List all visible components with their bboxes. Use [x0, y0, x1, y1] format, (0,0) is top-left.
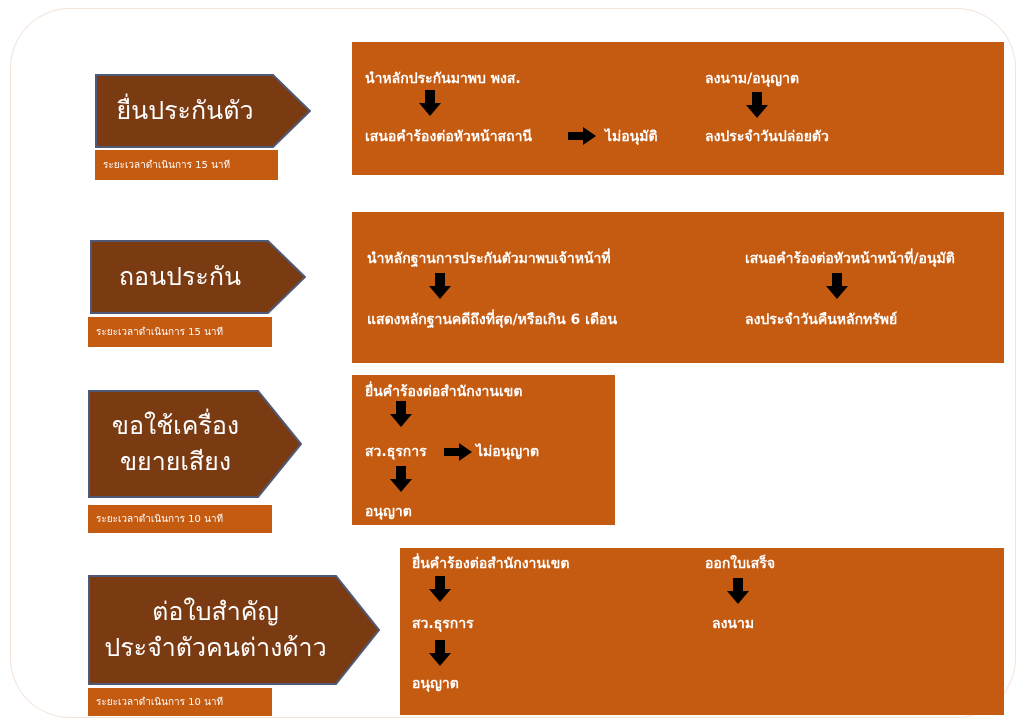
step-1-text: ไม่อนุมัติ — [605, 129, 658, 145]
step-2-title: ถอนประกัน — [118, 261, 242, 291]
step-3-time: ระยะเวลาดำเนินการ 10 นาที — [88, 505, 272, 533]
step-1-title: ยื่นประกันตัว — [116, 95, 254, 125]
step-1-text: เสนอคำร้องต่อหัวหน้าสถานี — [365, 129, 533, 145]
down-arrow-icon — [429, 273, 451, 299]
right-arrow-icon — [444, 443, 472, 461]
step-1-process-box — [352, 42, 1004, 175]
step-3-text: สว.ธุรการ — [365, 444, 427, 460]
step-4-text: ยื่นคำร้องต่อสำนักงานเขต — [412, 556, 570, 572]
step-1-text: ลงนาม/อนุญาต — [705, 71, 800, 87]
step-2-text: ลงประจำวันคืนหลักทรัพย์ — [745, 312, 898, 328]
step-4-title-line: ประจำตัวคนต่างด้าว — [104, 633, 327, 662]
step-4-arrow: ต่อใบสำคัญประจำตัวคนต่างด้าว — [88, 575, 380, 685]
step-2-text: เสนอคำร้องต่อหัวหน้าหน้าที่/อนุมัติ — [745, 251, 955, 267]
down-arrow-icon — [429, 576, 451, 602]
step-4-title-line: ต่อใบสำคัญ — [152, 596, 279, 626]
down-arrow-icon — [419, 90, 441, 116]
step-4-text: ลงนาม — [712, 616, 755, 632]
down-arrow-icon — [429, 640, 451, 666]
down-arrow-icon — [826, 273, 848, 299]
step-3-process-box — [352, 375, 615, 525]
down-arrow-icon — [727, 578, 749, 604]
step-1-time: ระยะเวลาดำเนินการ 15 นาที — [95, 150, 278, 180]
step-3-text: ยื่นคำร้องต่อสำนักงานเขต — [365, 384, 523, 400]
down-arrow-icon — [390, 401, 412, 427]
step-2-arrow: ถอนประกัน — [90, 240, 306, 314]
right-arrow-icon — [568, 127, 596, 145]
step-2-text: นำหลักฐานการประกันตัวมาพบเจ้าหน้าที่ — [367, 251, 611, 267]
background-frame — [10, 8, 1016, 718]
step-1-arrow: ยื่นประกันตัว — [95, 74, 311, 148]
down-arrow-icon — [746, 92, 768, 118]
step-4-text: สว.ธุรการ — [412, 616, 474, 632]
step-4-text: อนุญาต — [412, 676, 459, 692]
step-3-text: ไม่อนุญาต — [476, 444, 540, 460]
step-4-time: ระยะเวลาดำเนินการ 10 นาที — [88, 688, 272, 716]
step-2-time: ระยะเวลาดำเนินการ 15 นาที — [88, 317, 272, 347]
step-2-text: แสดงหลักฐานคดีถึงที่สุด/หรือเกิน 6 เดือน — [367, 312, 618, 328]
step-1-text: นำหลักประกันมาพบ พงส. — [365, 71, 521, 87]
step-1-text: ลงประจำวันปล่อยตัว — [705, 129, 829, 145]
step-2-process-box — [352, 212, 1004, 363]
step-4-text: ออกใบเสร็จ — [705, 556, 776, 572]
step-3-arrow: ขอใช้เครื่องขยายเสียง — [88, 390, 302, 498]
step-3-text: อนุญาต — [365, 504, 412, 520]
step-3-title-line: ขอใช้เครื่อง — [111, 410, 240, 440]
down-arrow-icon — [390, 466, 412, 492]
step-3-title-line: ขยายเสียง — [119, 447, 232, 476]
step-4-process-box — [400, 548, 1004, 715]
